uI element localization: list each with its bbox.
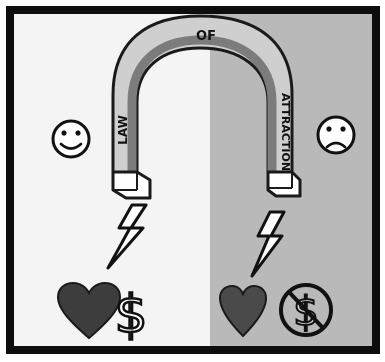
magnet-label-of: OF [196, 29, 216, 44]
magnet-label-attraction: ATTRACTION [279, 93, 292, 171]
dollar-icon: $ [114, 285, 147, 345]
magnet-label-law: LAW [116, 115, 130, 145]
magnet-left-pole [113, 172, 150, 198]
magnet-right-pole [268, 172, 300, 196]
sad-face-icon [318, 117, 354, 153]
smiley-face-icon [53, 121, 89, 157]
